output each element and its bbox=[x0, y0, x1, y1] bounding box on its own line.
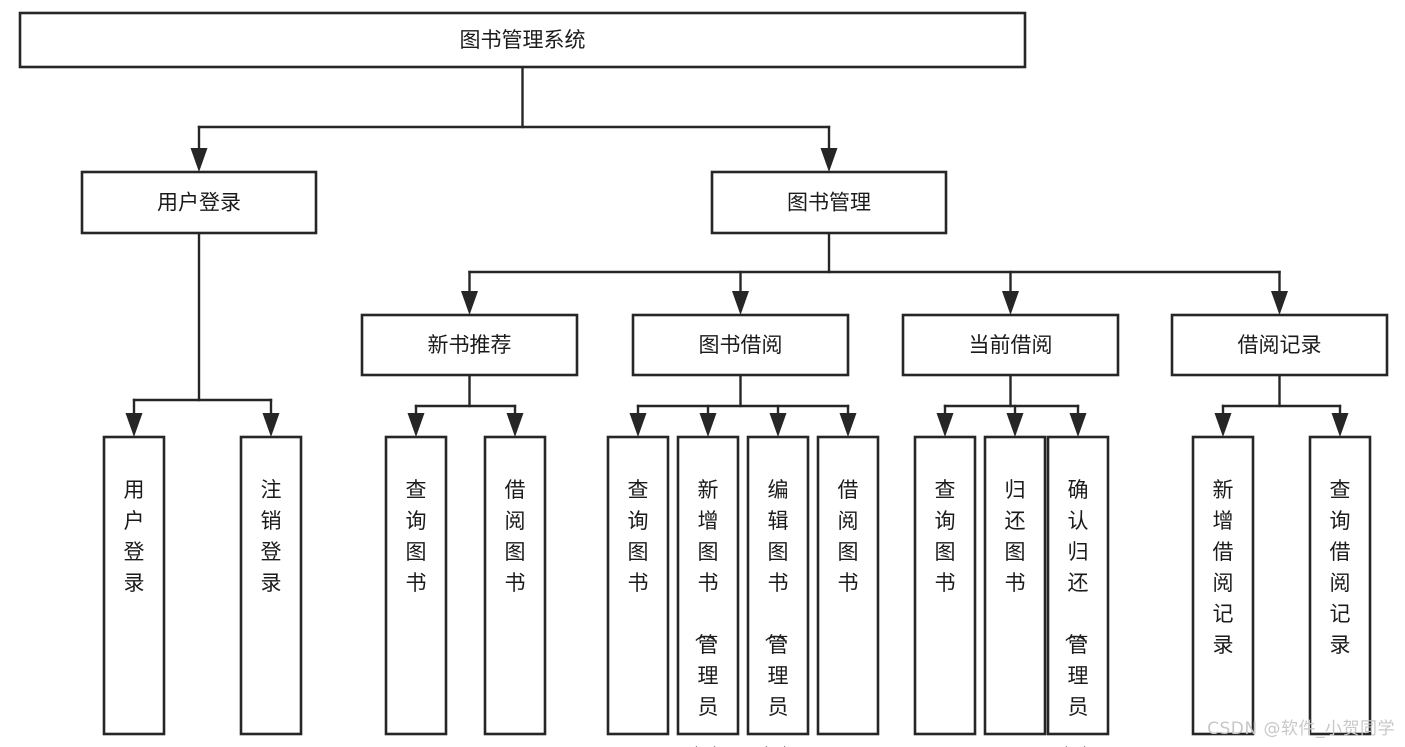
flow-node-l3b[interactable]: 图书借阅 bbox=[631, 313, 850, 377]
node-box[interactable] bbox=[631, 313, 850, 377]
flow-node-lf11[interactable]: 确认归还（管理员） bbox=[1046, 435, 1110, 747]
arrow-head bbox=[1271, 291, 1288, 315]
flow-node-lf2[interactable]: 注销登录 bbox=[239, 435, 303, 736]
node-box[interactable] bbox=[384, 435, 448, 736]
flow-node-l2a[interactable]: 用户登录 bbox=[80, 170, 318, 235]
node-box[interactable] bbox=[606, 435, 670, 736]
connector-group bbox=[125, 231, 280, 437]
arrow-head bbox=[262, 413, 280, 437]
flow-node-l3d[interactable]: 借阅记录 bbox=[1170, 313, 1389, 377]
node-label: 图书借阅 bbox=[699, 333, 783, 357]
connector-layer bbox=[125, 65, 1349, 437]
arrow-head bbox=[506, 413, 524, 437]
arrow-head bbox=[1006, 413, 1024, 437]
node-box[interactable] bbox=[1191, 435, 1255, 736]
node-label: 新增借阅记录 bbox=[1213, 478, 1234, 657]
arrow-head bbox=[699, 413, 717, 437]
node-box[interactable] bbox=[1308, 435, 1372, 736]
node-label: 新增图书（管理员） bbox=[693, 478, 719, 747]
arrow-head bbox=[769, 413, 787, 437]
flow-node-lf12[interactable]: 新增借阅记录 bbox=[1191, 435, 1255, 736]
arrow-head bbox=[407, 413, 425, 437]
node-box[interactable] bbox=[901, 313, 1120, 377]
flow-node-lf5[interactable]: 查询图书 bbox=[606, 435, 670, 736]
connector-group bbox=[190, 65, 838, 172]
flow-node-lf13[interactable]: 查询借阅记录 bbox=[1308, 435, 1372, 736]
flow-node-l3c[interactable]: 当前借阅 bbox=[901, 313, 1120, 377]
connector-group bbox=[629, 373, 857, 437]
flow-node-lf10[interactable]: 归还图书 bbox=[983, 435, 1047, 736]
flow-node-lf1[interactable]: 用户登录 bbox=[102, 435, 166, 736]
arrow-head bbox=[190, 148, 208, 172]
node-box[interactable] bbox=[676, 435, 740, 736]
flow-node-lf6[interactable]: 新增图书（管理员） bbox=[676, 435, 740, 747]
node-box[interactable] bbox=[80, 170, 318, 235]
node-label: 借阅图书 bbox=[505, 478, 526, 595]
arrow-head bbox=[820, 148, 838, 172]
node-label: 用户登录 bbox=[157, 191, 241, 215]
node-label: 图书管理 bbox=[787, 191, 871, 215]
node-label: 查询图书 bbox=[628, 478, 649, 595]
flow-node-root[interactable]: 图书管理系统 bbox=[18, 11, 1027, 69]
arrow-head bbox=[732, 291, 749, 315]
node-box[interactable] bbox=[816, 435, 880, 736]
node-label: 归还图书 bbox=[1005, 478, 1026, 595]
flow-node-l3a[interactable]: 新书推荐 bbox=[360, 313, 579, 377]
arrow-head bbox=[1002, 291, 1019, 315]
node-box[interactable] bbox=[746, 435, 810, 736]
connector-group bbox=[407, 373, 524, 437]
node-box[interactable] bbox=[913, 435, 977, 736]
flow-node-lf3[interactable]: 查询图书 bbox=[384, 435, 448, 736]
node-box[interactable] bbox=[483, 435, 547, 736]
node-label: 当前借阅 bbox=[969, 333, 1053, 357]
arrow-head bbox=[1331, 413, 1349, 437]
node-label: 查询借阅记录 bbox=[1330, 478, 1351, 657]
arrow-head bbox=[1069, 413, 1087, 437]
flow-node-lf4[interactable]: 借阅图书 bbox=[483, 435, 547, 736]
node-label: 借阅记录 bbox=[1238, 333, 1322, 357]
flow-node-lf9[interactable]: 查询图书 bbox=[913, 435, 977, 736]
node-box[interactable] bbox=[239, 435, 303, 736]
node-box[interactable] bbox=[1046, 435, 1110, 736]
connector-group bbox=[461, 231, 1288, 315]
node-label: 编辑图书（管理员） bbox=[763, 478, 789, 747]
node-box[interactable] bbox=[710, 170, 948, 235]
node-label: 用户登录 bbox=[124, 478, 145, 595]
node-box[interactable] bbox=[1170, 313, 1389, 377]
node-layer: 图书管理系统用户登录图书管理新书推荐图书借阅当前借阅借阅记录用户登录注销登录查询… bbox=[18, 11, 1389, 747]
arrow-head bbox=[125, 413, 143, 437]
node-label: 新书推荐 bbox=[428, 333, 512, 357]
arrow-head bbox=[461, 291, 478, 315]
node-label: 图书管理系统 bbox=[460, 28, 586, 52]
arrow-head bbox=[936, 413, 954, 437]
flow-node-l2b[interactable]: 图书管理 bbox=[710, 170, 948, 235]
arrow-head bbox=[839, 413, 857, 437]
watermark-text: CSDN @软件_小贺同学 bbox=[1207, 719, 1395, 739]
flow-node-lf8[interactable]: 借阅图书 bbox=[816, 435, 880, 736]
node-box[interactable] bbox=[983, 435, 1047, 736]
node-label: 借阅图书 bbox=[838, 478, 859, 595]
node-box[interactable] bbox=[18, 11, 1027, 69]
node-box[interactable] bbox=[360, 313, 579, 377]
connector-group bbox=[936, 373, 1087, 437]
node-label: 查询图书 bbox=[406, 478, 427, 595]
node-box[interactable] bbox=[102, 435, 166, 736]
node-label: 确认归还（管理员） bbox=[1063, 478, 1089, 747]
arrow-head bbox=[629, 413, 647, 437]
arrow-head bbox=[1214, 413, 1232, 437]
flow-node-lf7[interactable]: 编辑图书（管理员） bbox=[746, 435, 810, 747]
connector-group bbox=[1214, 373, 1349, 437]
node-label: 注销登录 bbox=[261, 478, 282, 595]
node-label: 查询图书 bbox=[935, 478, 956, 595]
